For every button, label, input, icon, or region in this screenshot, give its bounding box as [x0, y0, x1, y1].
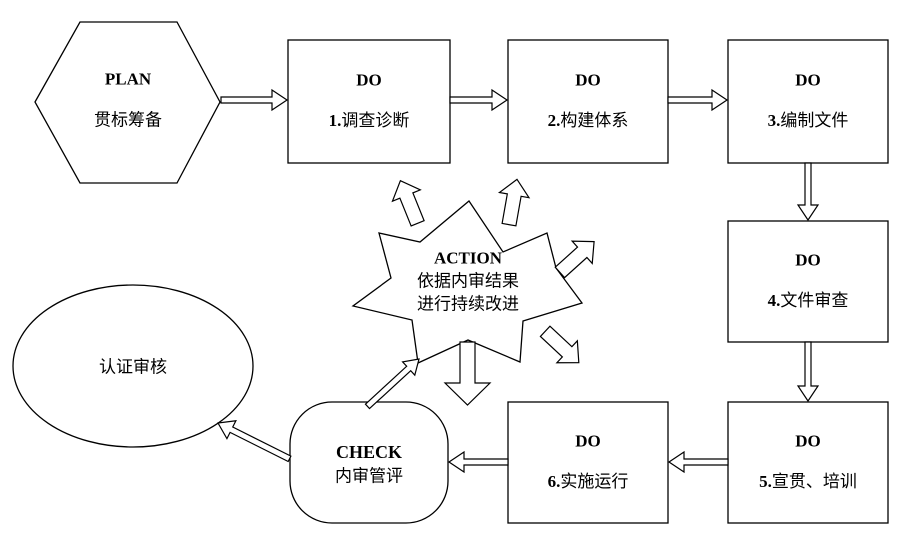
action-starburst	[351, 200, 584, 364]
do6-title: DO	[575, 432, 601, 451]
arrow-plan-to-do1	[220, 88, 289, 112]
do1-title: DO	[356, 71, 382, 90]
arrow-do6-to-check	[447, 450, 509, 474]
do6-box	[507, 401, 669, 524]
do3-label: 3.编制文件	[768, 111, 849, 130]
action-arrow-up-left-icon	[391, 179, 425, 227]
certification-ellipse	[12, 284, 254, 448]
arrow-do2-to-do3	[667, 88, 729, 112]
do1-text: 调查诊断	[341, 111, 409, 130]
plan-subtitle: 贯标筹备	[94, 111, 162, 130]
do6-text: 实施运行	[560, 472, 628, 491]
check-box	[289, 401, 449, 524]
arrow-do3-to-do4	[796, 162, 820, 222]
do3-box	[727, 39, 889, 164]
do6-label: 6.实施运行	[548, 472, 629, 491]
plan-title: PLAN	[105, 70, 152, 89]
do1-number: 1.	[329, 111, 342, 130]
do5-title: DO	[795, 432, 821, 451]
check-title: CHECK	[336, 442, 402, 462]
do4-box	[727, 220, 889, 343]
action-line1: 依据内审结果	[417, 272, 519, 291]
do4-label: 4.文件审查	[768, 291, 849, 310]
do4-title: DO	[795, 251, 821, 270]
do3-text: 编制文件	[780, 111, 848, 130]
certification-label: 认证审核	[99, 358, 167, 377]
action-title: ACTION	[434, 249, 503, 268]
do2-number: 2.	[548, 111, 561, 130]
arrow-check-to-action	[364, 358, 420, 410]
do5-label: 5.宣贯、培训	[759, 472, 857, 491]
do5-box	[727, 401, 889, 524]
arrow-check-to-certification	[217, 420, 292, 463]
do4-text: 文件审查	[780, 291, 848, 310]
check-subtitle: 内审管评	[335, 467, 403, 486]
arrow-do5-to-do6	[667, 450, 729, 474]
do1-label: 1.调查诊断	[329, 111, 410, 130]
do4-number: 4.	[768, 291, 781, 310]
do5-text: 宣贯、培训	[772, 472, 857, 491]
do2-title: DO	[575, 71, 601, 90]
do2-text: 构建体系	[560, 111, 628, 130]
do2-label: 2.构建体系	[548, 111, 629, 130]
action-arrow-down-right-icon	[539, 325, 580, 364]
action-arrow-down-icon	[443, 341, 492, 406]
arrow-do4-to-do5	[796, 341, 820, 403]
do3-title: DO	[795, 71, 821, 90]
do3-number: 3.	[768, 111, 781, 130]
action-line2: 进行持续改进	[417, 295, 519, 314]
action-arrow-up-icon	[497, 178, 531, 227]
arrow-do1-to-do2	[449, 88, 509, 112]
do5-number: 5.	[759, 472, 772, 491]
do1-box	[287, 39, 451, 164]
action-arrow-up-right-icon	[554, 240, 595, 279]
do2-box	[507, 39, 669, 164]
do6-number: 6.	[548, 472, 561, 491]
plan-hexagon	[34, 21, 221, 184]
